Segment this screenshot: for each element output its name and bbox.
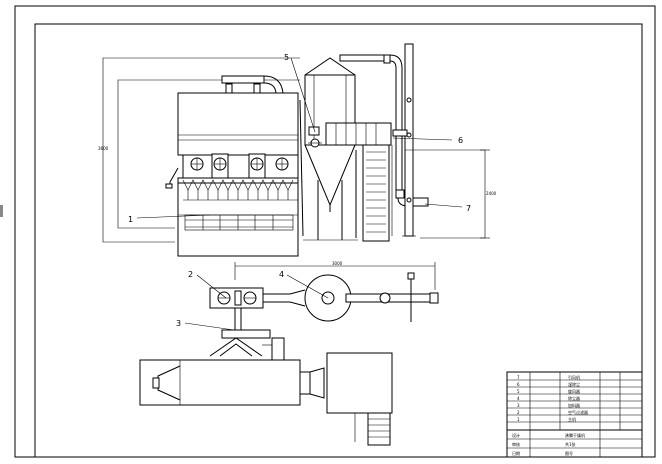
- callout-4: 4: [279, 270, 284, 279]
- row-name-7: 引风机: [568, 374, 580, 380]
- inner-border: [34, 23, 643, 458]
- footer-left-3: 日期: [512, 450, 520, 456]
- leader-4: [286, 274, 329, 299]
- plan-duct: [263, 289, 306, 307]
- svg-text:2400: 2400: [486, 191, 497, 196]
- feeder-view: [139, 307, 393, 446]
- platform-ladder: [325, 122, 393, 242]
- row-no-2: 2: [517, 410, 520, 415]
- row-no-5: 5: [517, 389, 520, 394]
- dim-body-height: [117, 79, 300, 229]
- row-name-1: 主机: [568, 416, 576, 422]
- row-no-1: 1: [517, 417, 520, 422]
- main-body-upper: [177, 92, 299, 156]
- hopper-row: [178, 179, 298, 201]
- row-name-5: 旋风器: [568, 388, 580, 394]
- row-name-3: 加料器: [568, 402, 580, 408]
- exhaust-pipe: [339, 43, 429, 237]
- duct-elbow: [263, 75, 284, 94]
- side-chute: [169, 167, 179, 186]
- leader-5: [290, 57, 316, 133]
- plan-view: 3000: [196, 261, 439, 322]
- svg-text:3000: 3000: [332, 261, 343, 266]
- row-no-6: 6: [517, 382, 520, 387]
- dim-text-height: 3600: [98, 146, 109, 151]
- footer-right-1: 沸腾干燥机: [565, 432, 585, 438]
- leader-7: [424, 203, 463, 208]
- dryer-drum: [139, 359, 301, 406]
- leader-6: [392, 137, 453, 141]
- top-duct: [221, 75, 265, 84]
- row-name-6: 湿除尘: [568, 381, 580, 387]
- elevation-view: 2800 3600: [98, 43, 497, 257]
- callout-2: 2: [188, 270, 193, 279]
- cyclone: [299, 57, 358, 241]
- footer-right-2: 共1张: [565, 441, 576, 447]
- callout-3: 3: [176, 319, 181, 328]
- callout-1: 1: [128, 215, 133, 224]
- leader-1: [136, 214, 211, 219]
- row-name-2: 空气过滤器: [568, 409, 588, 415]
- callout-6: 6: [458, 136, 463, 145]
- row-no-4: 4: [517, 396, 520, 401]
- viewer-edge-marker: [0, 205, 3, 217]
- dim-overall-height: [102, 57, 300, 243]
- footer-right-3: 图号: [565, 450, 573, 456]
- row-no-7: 7: [517, 375, 520, 380]
- callout-7: 7: [466, 204, 471, 213]
- dim-right: [405, 149, 486, 239]
- callout-5: 5: [284, 53, 289, 62]
- footer-left-1: 设计: [512, 432, 520, 438]
- row-no-3: 3: [517, 403, 520, 408]
- footer-left-2: 审核: [512, 441, 520, 447]
- leader-2: [196, 274, 227, 299]
- parts-list: 7 引风机 6 湿除尘 5 旋风器 4 除尘器 3 加料器 2 空气过滤器 1 …: [506, 371, 643, 458]
- feeder-hopper-top: [221, 329, 271, 339]
- outlet-ladder: [367, 412, 391, 446]
- row-name-4: 除尘器: [568, 395, 580, 401]
- outlet-box: [326, 352, 393, 414]
